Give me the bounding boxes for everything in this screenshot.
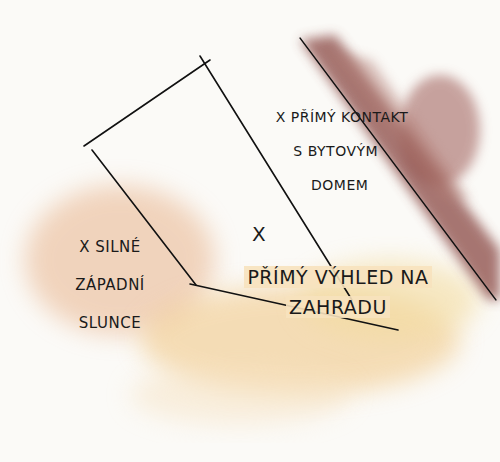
center-mark: X (252, 222, 282, 246)
label-text: X PŘÍMÝ KONTAKT S BYTOVÝM DOMEM (276, 109, 409, 193)
label-text: PŘÍMÝ VÝHLED NA ZAHRADU (244, 266, 431, 318)
site-note: X SILNÉ ZÁPADNÍ SLUNCE (50, 228, 170, 342)
building-edge (300, 38, 496, 300)
plot-outline (84, 38, 496, 330)
site-note: PŘÍMÝ VÝHLED NA ZAHRADU (228, 262, 448, 322)
site-note: X PŘÍMÝ KONTAKT S BYTOVÝM DOMEM (250, 100, 415, 250)
label-text: X (252, 222, 266, 246)
label-text: X SILNÉ ZÁPADNÍ SLUNCE (75, 238, 145, 332)
watercolor-wash (25, 35, 500, 425)
